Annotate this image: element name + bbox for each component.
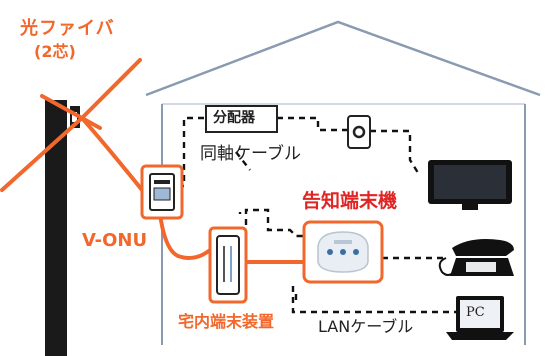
coax-cable-label: 同軸ケーブル [200, 144, 301, 164]
notification-terminal-label: 告知端末機 [302, 190, 398, 212]
laptop-icon [446, 296, 514, 340]
lan-cable-label: LANケーブル [318, 317, 414, 336]
house-outline [145, 20, 541, 345]
pc-label: PC [466, 305, 485, 320]
fiber-lines [0, 58, 310, 264]
v-onu-label: V-ONU [82, 230, 148, 251]
wall-outlet [347, 115, 371, 149]
v-onu-device [140, 164, 184, 220]
home-terminal-device [208, 226, 248, 304]
notification-terminal-device [302, 220, 384, 284]
distributor-box [205, 105, 278, 133]
fiber-label: 光ファイバ [20, 18, 115, 39]
tv-icon [428, 160, 512, 210]
fiber-sub-label: (2芯) [34, 42, 76, 61]
distributor-label: 分配器 [213, 110, 255, 126]
utility-pole [45, 100, 80, 356]
home-terminal-label: 宅内端末装置 [178, 312, 275, 331]
telephone-icon [438, 239, 514, 276]
